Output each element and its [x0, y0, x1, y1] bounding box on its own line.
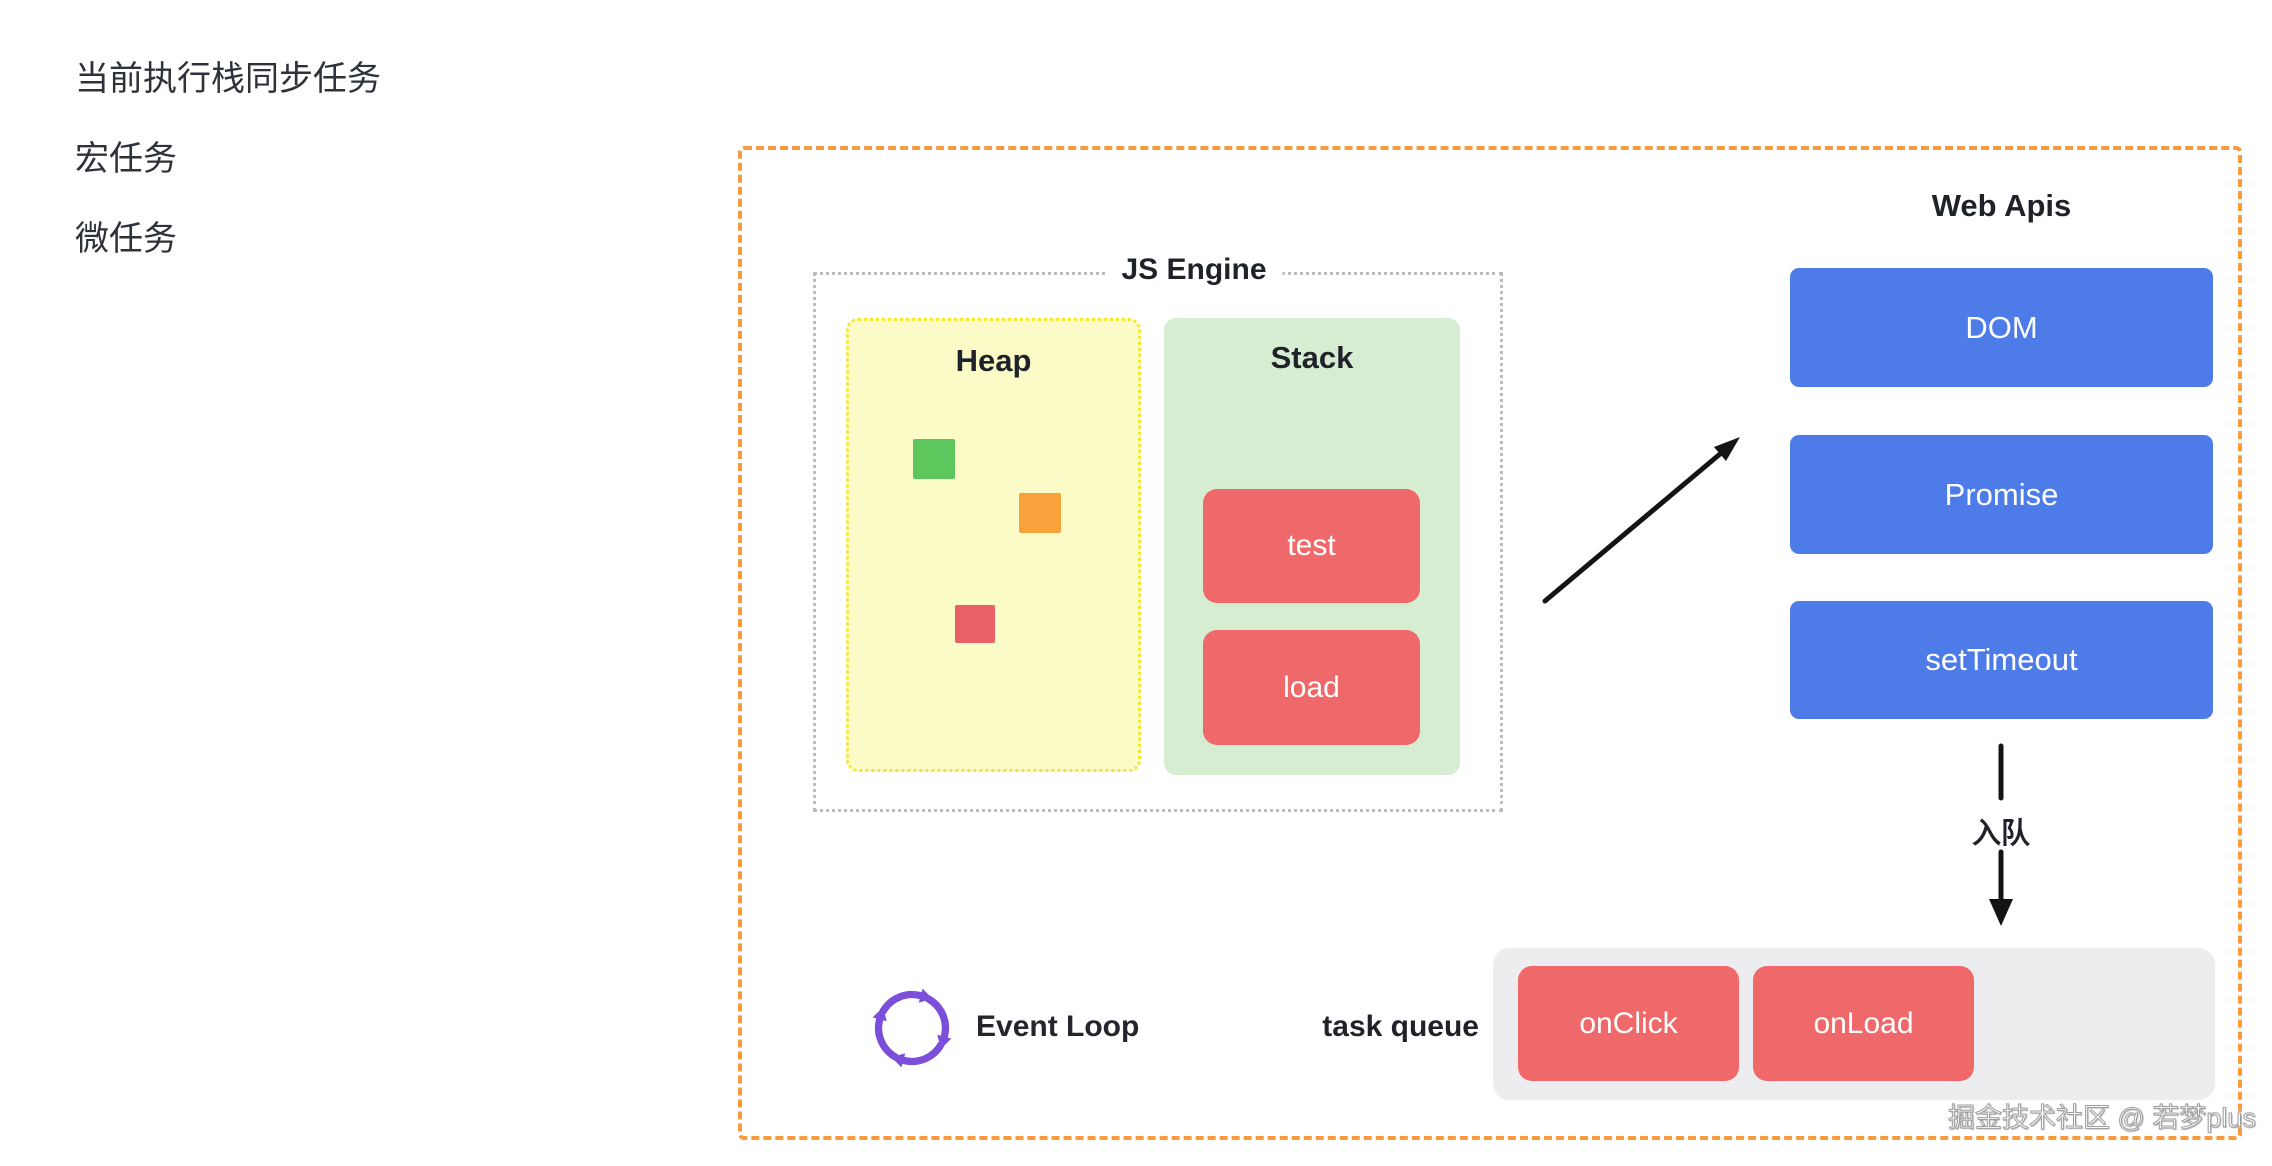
note-current-stack-sync-tasks: 当前执行栈同步任务	[75, 60, 381, 98]
web-api-promise: Promise	[1790, 435, 2213, 554]
note-micro-task: 微任务	[75, 220, 177, 258]
stack-box: Stack test load	[1164, 318, 1460, 775]
stack-title: Stack	[1270, 340, 1354, 375]
heap-object-green	[913, 439, 955, 479]
task-onload: onLoad	[1753, 966, 1974, 1081]
note-macro-task: 宏任务	[75, 140, 177, 178]
cycle-arc	[925, 995, 950, 1041]
event-loop-cycle-icon	[872, 988, 952, 1068]
task-onclick: onClick	[1518, 966, 1739, 1081]
heap-object-red	[955, 605, 995, 643]
js-engine-title: JS Engine	[1105, 253, 1283, 287]
cycle-arrowhead	[872, 1007, 887, 1022]
enqueue-label: 入队	[1971, 818, 2030, 850]
heap-box: Heap	[846, 318, 1141, 772]
task-queue-label: task queue	[1322, 1010, 1479, 1043]
task-queue-box: onClick onLoad	[1493, 948, 2215, 1100]
stack-frame-test: test	[1203, 489, 1420, 603]
cycle-arc	[874, 1015, 899, 1061]
cycle-arc	[879, 990, 925, 1015]
web-api-dom: DOM	[1790, 268, 2213, 387]
browser-environment-box	[738, 146, 2242, 1140]
stack-frame-load: load	[1203, 630, 1420, 745]
web-apis-title: Web Apis	[1931, 188, 2072, 223]
cycle-arc	[899, 1041, 945, 1066]
heap-title: Heap	[955, 343, 1032, 378]
event-loop-label: Event Loop	[976, 1010, 1140, 1043]
js-engine-box: JS Engine	[813, 253, 1503, 812]
watermark-text: 掘金技术社区 @ 若梦plus	[1948, 1103, 2257, 1134]
heap-object-orange	[1019, 493, 1061, 533]
web-api-settimeout: setTimeout	[1790, 601, 2213, 719]
